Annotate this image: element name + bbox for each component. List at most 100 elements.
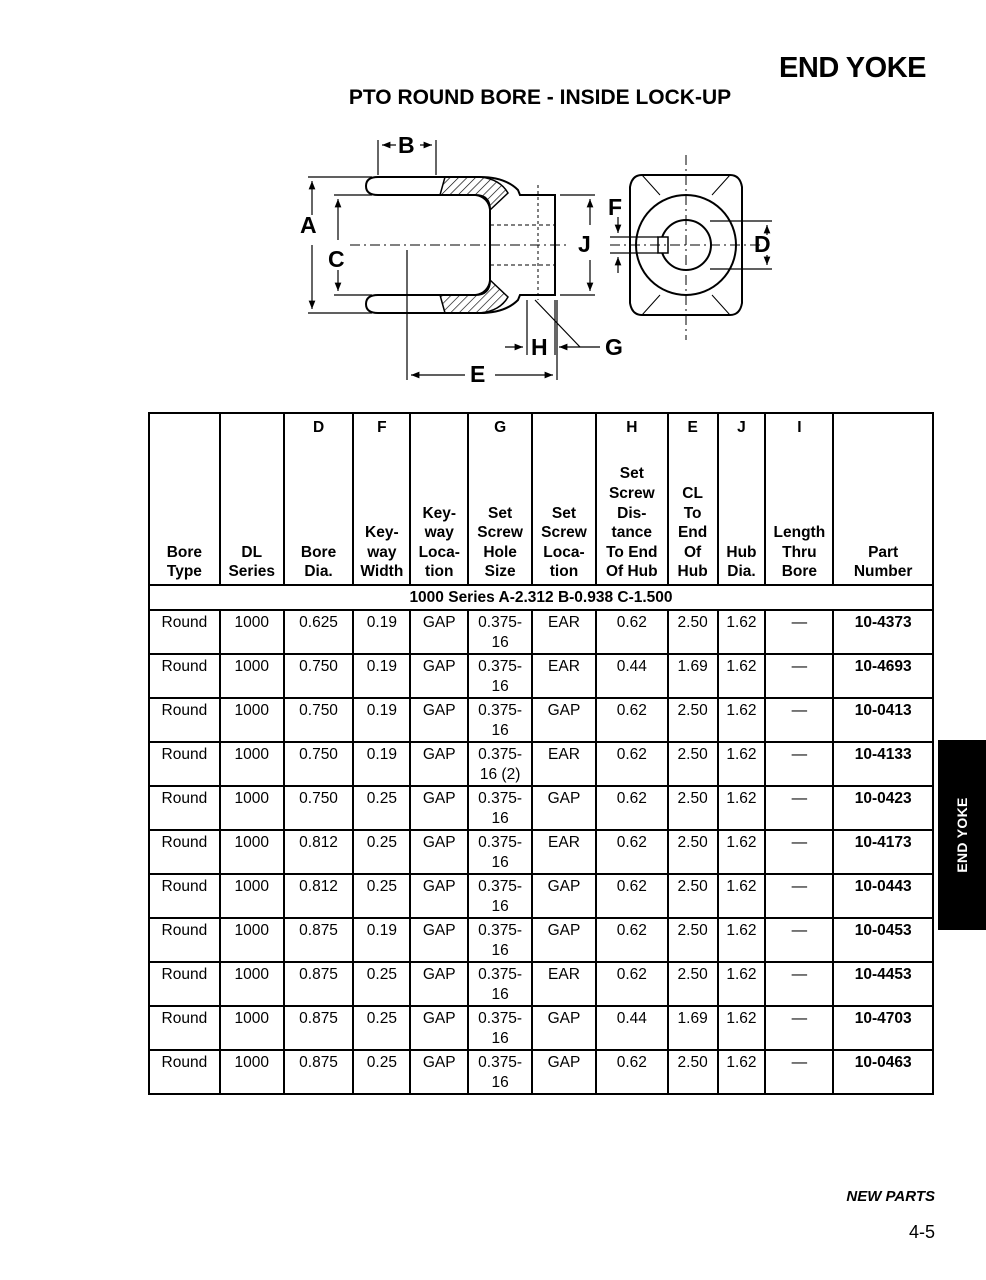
- cell-kw-loc: GAP: [409, 873, 470, 919]
- cell-hub-dia: 1.62: [716, 1005, 767, 1051]
- cell-ss-dist: 0.62: [594, 785, 669, 831]
- cell-kw-loc: GAP: [409, 1005, 470, 1051]
- cell-ss-size: 0.375-16: [467, 873, 534, 919]
- dim-label-c: C: [328, 246, 345, 272]
- column-letter: F: [377, 419, 387, 436]
- cell-hub-dia: 1.62: [716, 829, 767, 875]
- cell-length: —: [764, 697, 835, 743]
- cell-bore: 0.875: [282, 1049, 355, 1095]
- column-header-line: Dis-: [617, 504, 647, 522]
- cell-length: —: [764, 1049, 835, 1095]
- cell-series: 1000: [218, 609, 285, 655]
- column-header-line: tion: [425, 563, 454, 581]
- cell-type: Round: [148, 1005, 221, 1051]
- column-letter: I: [797, 419, 802, 436]
- cell-line: 0.375-: [478, 658, 523, 675]
- cell-kw-loc: GAP: [409, 697, 470, 743]
- cell-cl-end: 2.50: [666, 741, 719, 787]
- cell-ss-size: 0.375-16: [467, 609, 534, 655]
- cell-line: 0.375-: [478, 614, 523, 631]
- column-header-line: Of: [684, 543, 702, 561]
- cell-bore: 0.750: [282, 785, 355, 831]
- cell-kw-width: 0.19: [352, 741, 412, 787]
- end-yoke-diagram: A C B J F D E H G: [290, 125, 790, 395]
- column-header-line: way: [424, 524, 454, 542]
- cell-ss-loc: EAR: [531, 829, 597, 875]
- cell-length: —: [764, 741, 835, 787]
- section-tab-label: END YOKE: [954, 797, 970, 873]
- column-header-line: Bore: [166, 543, 203, 561]
- cell-kw-width: 0.19: [352, 917, 412, 963]
- cell-series: 1000: [218, 873, 285, 919]
- column-letter: E: [687, 419, 698, 436]
- cell-ss-dist: 0.62: [594, 1049, 669, 1095]
- cell-hub-dia: 1.62: [716, 873, 767, 919]
- cell-ss-size: 0.375-16: [467, 653, 534, 699]
- cell-part: 10-0463: [832, 1049, 934, 1095]
- cell-bore: 0.812: [282, 829, 355, 875]
- column-header-line: tion: [549, 563, 579, 581]
- cell-bore: 0.625: [282, 609, 355, 655]
- dim-label-f: F: [608, 194, 622, 220]
- column-header-line: Bore: [300, 543, 337, 561]
- cell-ss-dist: 0.62: [594, 873, 669, 919]
- cell-series: 1000: [218, 653, 285, 699]
- cell-line: 0.375-: [478, 746, 523, 763]
- column-header-line: Type: [166, 563, 202, 581]
- column-header-line: Screw: [541, 524, 587, 542]
- dim-label-g: G: [605, 334, 623, 360]
- cell-line: 0.375-: [478, 1010, 523, 1027]
- cell-part: 10-4693: [832, 653, 934, 699]
- cell-hub-dia: 1.62: [716, 653, 767, 699]
- page-subtitle: PTO ROUND BORE - INSIDE LOCK-UP: [348, 86, 732, 109]
- cell-cl-end: 2.50: [666, 917, 719, 963]
- cell-ss-loc: GAP: [531, 697, 597, 743]
- cell-series: 1000: [218, 961, 285, 1007]
- cell-cl-end: 2.50: [666, 1049, 719, 1095]
- cell-type: Round: [148, 1049, 221, 1095]
- cell-kw-width: 0.19: [352, 609, 412, 655]
- cell-line: 16: [491, 897, 509, 915]
- column-header-line: Hub: [677, 563, 708, 581]
- column-header-line: To: [683, 504, 702, 522]
- cell-series: 1000: [218, 1005, 285, 1051]
- cell-bore: 0.750: [282, 697, 355, 743]
- section-tab: END YOKE: [938, 740, 986, 930]
- cell-ss-dist: 0.62: [594, 829, 669, 875]
- column-header-line: Size: [484, 563, 516, 581]
- cell-ss-size: 0.375-16 (2): [467, 741, 534, 787]
- column-header-line: Set: [619, 465, 644, 483]
- cell-ss-loc: EAR: [531, 609, 597, 655]
- cell-kw-width: 0.25: [352, 873, 412, 919]
- cell-line: 16: [491, 1073, 509, 1091]
- cell-bore: 0.875: [282, 1005, 355, 1051]
- column-header-line: Thru: [782, 543, 817, 561]
- cell-ss-size: 0.375-16: [467, 1005, 534, 1051]
- column-header-line: Screw: [608, 485, 655, 503]
- cell-ss-loc: GAP: [531, 1049, 597, 1095]
- cell-ss-dist: 0.62: [594, 697, 669, 743]
- column-letter: J: [737, 419, 746, 436]
- cell-length: —: [764, 829, 835, 875]
- series-label: 1000 Series A-2.312 B-0.938 C-1.500: [148, 584, 934, 611]
- cell-bore: 0.750: [282, 741, 355, 787]
- cell-ss-size: 0.375-16: [467, 917, 534, 963]
- cell-line: 0.375-: [478, 1054, 523, 1071]
- cell-bore: 0.750: [282, 653, 355, 699]
- column-header-line: Width: [360, 563, 404, 581]
- column-header-line: Length: [773, 524, 826, 542]
- cell-line: 16: [491, 853, 509, 871]
- cell-length: —: [764, 609, 835, 655]
- cell-cl-end: 2.50: [666, 697, 719, 743]
- cell-ss-dist: 0.62: [594, 741, 669, 787]
